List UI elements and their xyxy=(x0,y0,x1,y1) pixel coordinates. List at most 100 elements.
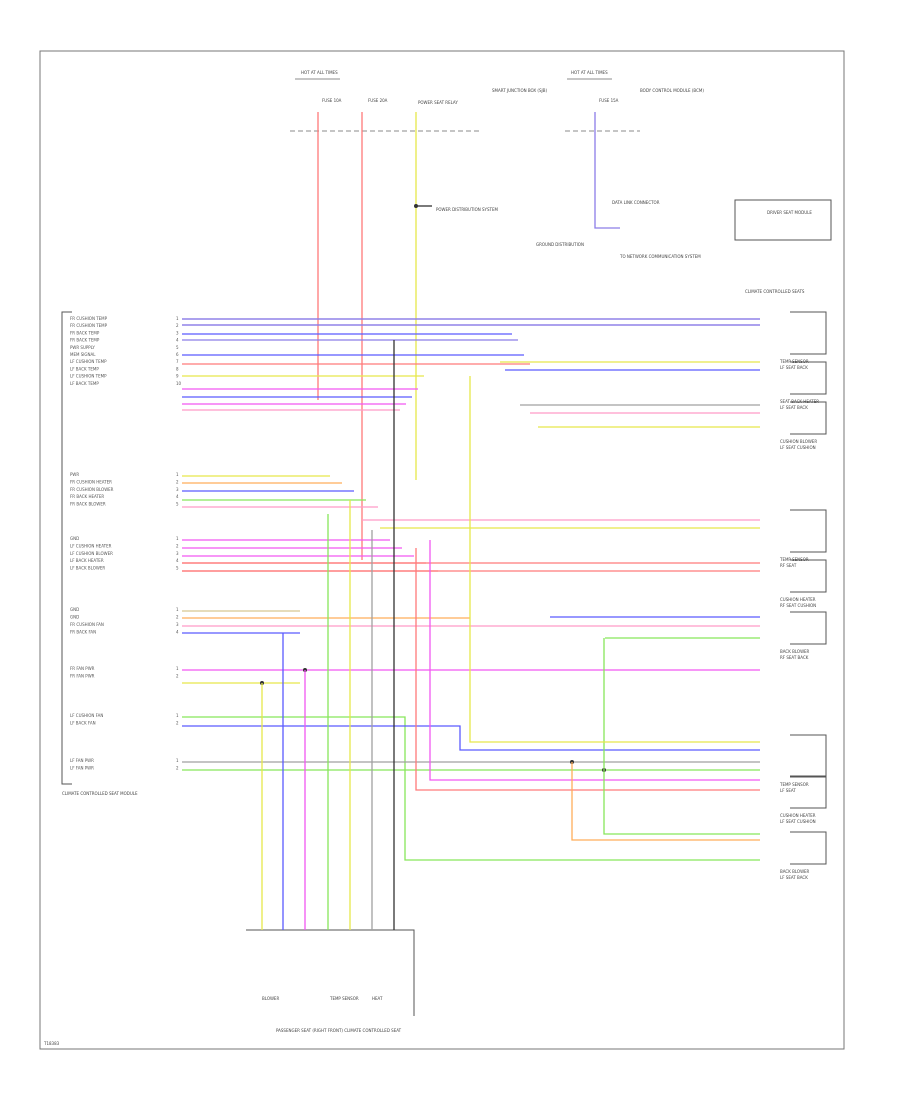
pin-label: GND xyxy=(70,607,79,612)
data-link-label: DATA LINK CONNECTOR xyxy=(612,200,660,205)
right-component-label: LF SEAT BACK xyxy=(780,405,808,410)
pin-number: 1 xyxy=(176,472,179,477)
pin-label: FR BACK HEATER xyxy=(70,494,104,499)
climate-seats-label: CLIMATE CONTROLLED SEATS xyxy=(745,289,805,294)
pin-number: 5 xyxy=(176,345,179,350)
pin-number: 9 xyxy=(176,374,179,379)
wire-riser-yellow xyxy=(469,376,760,743)
pin-label: FR BACK BLOWER xyxy=(70,502,106,507)
right-component-name: CUSHION HEATER xyxy=(780,597,816,602)
right-component-box xyxy=(790,401,827,435)
right-component-box xyxy=(790,775,827,809)
right-component-name: BACK BLOWER xyxy=(780,649,810,654)
pin-number: 3 xyxy=(176,622,179,627)
pin-number: 2 xyxy=(176,323,179,328)
pin-label: LF CUSHION FAN xyxy=(70,713,103,718)
bottom-component-name: PASSENGER SEAT (RIGHT FRONT) CLIMATE CON… xyxy=(276,1028,402,1033)
pin-label: FR CUSHION BLOWER xyxy=(70,487,114,492)
right-component-box xyxy=(790,509,827,553)
pin-label: PWR xyxy=(70,472,79,477)
pin-label: GND xyxy=(70,536,79,541)
header-left-title: HOT AT ALL TIMES xyxy=(301,70,338,75)
pin-label: FR CUSHION HEATER xyxy=(70,479,112,484)
pin-number: 6 xyxy=(176,352,179,357)
pin-label: PWR SUPPLY xyxy=(70,345,95,350)
pin-number: 3 xyxy=(176,487,179,492)
wire-riser-orange xyxy=(571,762,760,841)
pin-number: 1 xyxy=(176,536,179,541)
pin-number: 3 xyxy=(176,330,179,335)
figure-id: T18383 xyxy=(43,1041,60,1046)
pin-label: MEM SIGNAL xyxy=(70,352,96,357)
pin-number: 1 xyxy=(176,666,179,671)
pin-label: FR BACK TEMP xyxy=(70,338,100,343)
right-component-box xyxy=(790,831,827,865)
pin-label: LF CUSHION TEMP xyxy=(70,374,107,379)
pin-label: LF BACK BLOWER xyxy=(70,566,105,571)
driver-seat-module-label: DRIVER SEAT MODULE xyxy=(767,210,812,215)
pin-number: 4 xyxy=(176,630,179,635)
pin-label: FR CUSHION TEMP xyxy=(70,316,108,321)
wire-violet-bcm xyxy=(594,112,620,229)
right-component-label: LF SEAT CUSHION xyxy=(780,819,816,824)
pin-number: 4 xyxy=(176,558,179,563)
right-component-name: BACK BLOWER xyxy=(780,869,810,874)
right-component-name: CUSHION HEATER xyxy=(780,813,816,818)
pin-label: LF BACK TEMP xyxy=(70,366,99,371)
right-component-label: RF SEAT CUSHION xyxy=(780,603,816,608)
pin-number: 1 xyxy=(176,758,179,763)
network-label: TO NETWORK COMMUNICATION SYSTEM xyxy=(619,254,701,259)
sjb-label: SMART JUNCTION BOX (SJB) xyxy=(492,88,547,93)
pin-label: FR BACK TEMP xyxy=(70,330,100,335)
right-component-label: RF SEAT xyxy=(780,563,797,568)
wire-riser-green xyxy=(603,638,760,835)
bottom-label-heat: HEAT xyxy=(372,996,383,1001)
pin-number: 5 xyxy=(176,566,179,571)
splice-power-dist xyxy=(414,204,418,208)
fuse-1-label: FUSE 10A xyxy=(322,98,342,103)
left-module-bracket xyxy=(61,311,72,785)
wires xyxy=(182,112,760,930)
bottom-component-bracket xyxy=(246,929,415,1016)
relay-label: POWER SEAT RELAY xyxy=(418,100,458,105)
wire-lf-back-fan xyxy=(182,725,760,751)
right-component-label: LF SEAT BACK xyxy=(780,365,808,370)
right-component-box xyxy=(790,361,827,395)
right-component-name: TEMP SENSOR xyxy=(779,782,809,787)
pin-number: 1 xyxy=(176,607,179,612)
bcm-label: BODY CONTROL MODULE (BCM) xyxy=(640,88,704,93)
pin-label: FR BACK FAN xyxy=(70,630,96,635)
right-component-box xyxy=(790,311,827,355)
pin-label: LF BACK HEATER xyxy=(70,558,104,563)
pin-number: 1 xyxy=(176,713,179,718)
pin-number: 2 xyxy=(176,615,179,620)
pin-labels: FR CUSHION TEMP 1 FR CUSHION TEMP 2 FR BACK … xyxy=(70,316,182,771)
diagram-frame xyxy=(39,50,845,1050)
ground-dist-label: GROUND DISTRIBUTION xyxy=(536,242,584,247)
fuse-3-label: FUSE 15A xyxy=(599,98,619,103)
pin-label: GND xyxy=(70,615,79,620)
pin-number: 2 xyxy=(176,674,179,679)
pin-number: 4 xyxy=(176,338,179,343)
pin-label: FR CUSHION TEMP xyxy=(70,323,108,328)
pin-label: FR FAN PWR xyxy=(70,674,95,679)
pin-number: 3 xyxy=(176,551,179,556)
pin-number: 4 xyxy=(176,494,179,499)
bottom-label-temp: TEMP SENSOR xyxy=(329,996,359,1001)
right-component-box xyxy=(790,734,827,778)
pin-number: 5 xyxy=(176,502,179,507)
right-component-name: CUSHION BLOWER xyxy=(780,439,817,444)
pin-number: 1 xyxy=(176,316,179,321)
right-component-label: LF SEAT xyxy=(780,788,796,793)
pin-label: LF BACK TEMP xyxy=(70,381,99,386)
pin-label: LF BACK FAN xyxy=(70,721,96,726)
pin-number: 10 xyxy=(176,381,182,386)
wire-riser-red xyxy=(415,548,760,791)
pin-label: LF CUSHION BLOWER xyxy=(70,551,113,556)
header-right-title: HOT AT ALL TIMES xyxy=(571,70,608,75)
pin-number: 2 xyxy=(176,479,179,484)
wire-lf-cushion-fan xyxy=(182,716,760,861)
